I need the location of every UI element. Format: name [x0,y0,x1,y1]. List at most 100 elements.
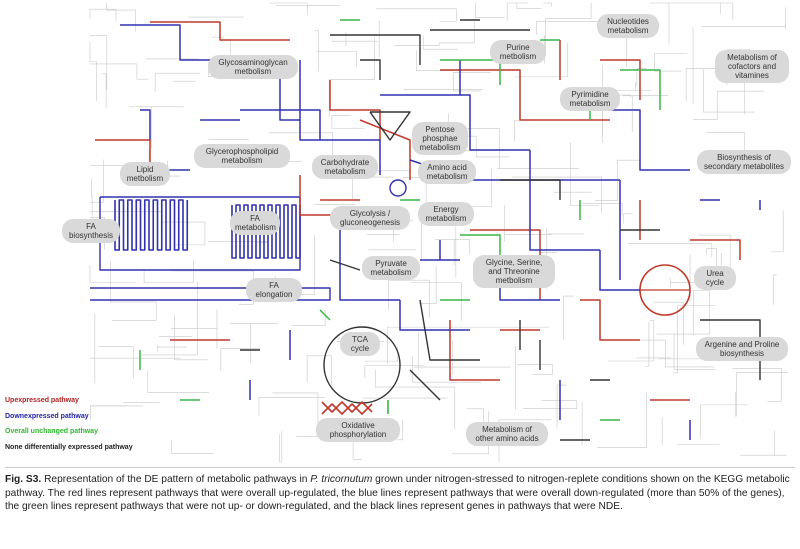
upexpressed-pathway-line [150,21,290,41]
background-pathway-line [328,36,376,117]
upexpressed-pathway-line [580,299,640,341]
background-pathway-line [645,321,650,367]
background-pathway-line [418,266,437,304]
background-pathway-line [388,279,430,318]
region-carbohydrate: Carbohydrate metabolism [312,155,378,179]
background-pathway-line [653,301,684,346]
legend: Upexpressed pathway Downexpressed pathwa… [5,396,133,458]
upexpressed-pathway-line [359,119,411,180]
background-pathway-line [272,392,319,438]
pathway-network [89,2,788,463]
legend-downexpressed: Downexpressed pathway [5,412,89,420]
downexpressed-pathway-line [240,109,321,140]
downexpressed-pathway-line [339,230,400,301]
downexpressed-pathway-line [380,94,530,151]
region-fa-biosynthesis: FA biosynthesis [62,219,120,243]
background-pathway-line [316,51,357,67]
background-pathway-line [375,369,456,430]
background-pathway-line [143,259,194,283]
caption-divider [5,467,795,468]
caption-label: Fig. S3. [5,474,42,485]
background-pathway-line [102,73,107,109]
background-pathway-line [376,8,457,22]
background-pathway-line [701,7,786,31]
nde-pathway-line [329,259,361,271]
background-pathway-line [412,355,482,383]
background-pathway-line [582,203,623,216]
background-pathway-line [512,176,602,213]
region-arginine: Argenine and Proline biosynthesis [696,337,788,361]
background-pathway-line [90,35,108,91]
background-pathway-line [220,348,261,372]
background-pathway-line [706,248,717,278]
background-pathway-line [396,420,403,441]
background-pathway-line [364,365,424,378]
background-pathway-line [129,106,184,148]
background-pathway-line [536,21,598,36]
background-pathway-line [171,270,254,305]
downexpressed-pathway-line [140,109,151,140]
background-pathway-line [636,68,647,87]
background-pathway-line [475,3,505,18]
upexpressed-pathway-line [440,69,610,121]
background-pathway-line [628,243,713,258]
background-pathway-line [434,239,470,255]
region-pentose: Pentose phosphae metabolism [412,122,468,155]
background-pathway-line [514,42,568,78]
fa-elongation-pathway [90,287,331,301]
background-pathway-line [693,90,765,121]
background-pathway-line [607,320,655,362]
downexpressed-pathway-line [299,60,381,175]
oxidative-pathway [321,401,373,413]
nde-pathway-line [330,34,421,65]
background-pathway-line [517,364,553,375]
region-fa-metabolism: FA metabolism [230,211,280,235]
fa-frame-pathway [99,196,301,271]
background-pathway-line [229,323,279,363]
background-pathway-line [700,404,749,439]
region-glycosaminoglycan: Glycosaminoglycan metbolism [208,55,298,79]
unchanged-pathway-line [460,234,501,255]
background-pathway-line [306,355,332,385]
background-pathway-line [269,2,308,15]
kegg-metabolic-map-figure: Nucleotides metabolism Purine metbolism … [5,2,791,463]
glycolysis-ring [389,179,407,197]
region-cofactors: Metabolism of cofactors and vitamines [715,50,789,83]
region-pyrimidine: Pyrimidine metabolism [560,87,620,111]
region-nucleotides: Nucleotides metabolism [597,14,659,38]
background-pathway-line [89,41,97,101]
background-pathway-line [331,115,365,129]
region-purine: Purine metbolism [490,40,546,64]
caption-species: P. tricornutum [310,474,373,485]
unchanged-pathway-line [319,309,331,321]
background-pathway-line [314,30,319,71]
background-pathway-line [453,72,491,92]
nde-pathway-line [409,369,441,401]
region-pyruvate: Pyruvate metabolism [362,256,420,280]
background-pathway-line [174,314,208,361]
background-pathway-line [171,440,214,454]
background-pathway-line [649,2,734,21]
region-energy: Energy metabolism [418,202,474,226]
background-pathway-line [506,2,529,21]
background-pathway-line [514,120,520,142]
background-pathway-line [673,305,716,374]
background-pathway-line [258,397,325,417]
oxidative-pathway-2 [321,403,373,415]
region-glycine: Glycine, Serine, and Threonine metbolism [473,255,555,288]
background-pathway-line [154,72,201,93]
caption-text-before: Representation of the DE pattern of meta… [44,474,311,485]
region-other-amino: Metabolism of other amino acids [466,422,548,446]
background-pathway-line [89,264,136,283]
background-pathway-line [732,368,782,402]
region-secondary: Biosynthesis of secondary metabolites [697,150,791,174]
background-pathway-line [562,295,574,341]
background-pathway-line [545,3,592,56]
background-pathway-line [147,370,210,393]
legend-nde: None differentially expressed pathway [5,443,133,451]
region-urea: Urea cycle [694,266,736,290]
background-pathway-line [569,142,600,206]
background-pathway-line [523,400,578,409]
region-lipid: Lipid metbolism [120,162,170,186]
background-pathway-line [421,222,429,261]
